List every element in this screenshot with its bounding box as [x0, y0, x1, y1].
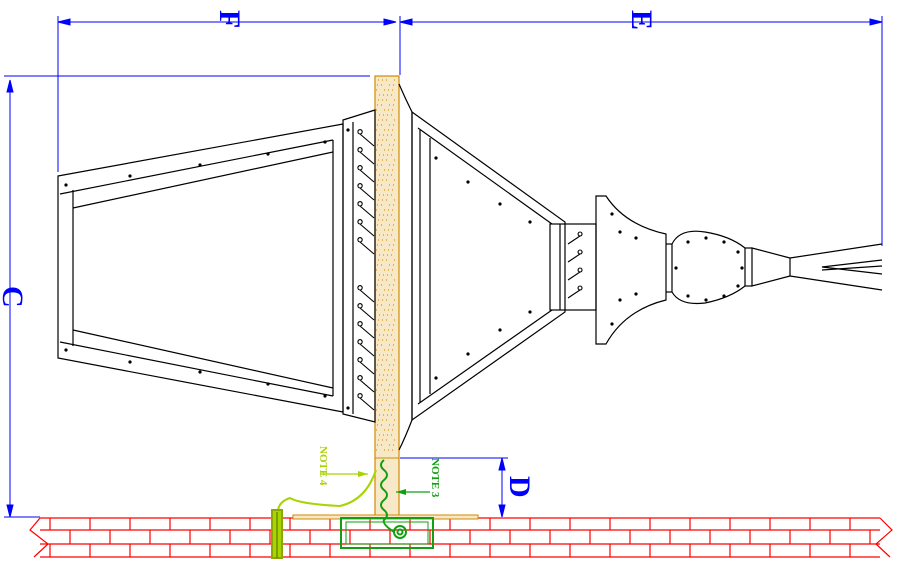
left-anchor-hooks [357, 129, 375, 411]
collar-anchor-hooks [567, 231, 583, 299]
note3-ground-wire [340, 459, 434, 549]
dimension-label-c: C [0, 286, 29, 308]
wall-section [292, 75, 479, 520]
dimension-label-d: D [503, 476, 536, 498]
note4-drain [271, 469, 377, 559]
dimension-label-e: E [625, 10, 658, 30]
right-transition [398, 83, 883, 451]
left-hood-bolts [64, 128, 350, 410]
left-hood [57, 109, 376, 423]
note3-label: NOTE 3 [429, 458, 441, 498]
right-transition-bolts [434, 156, 744, 380]
dimension-label-f: F [213, 10, 246, 28]
ground-brick-pattern [29, 517, 893, 558]
note4-label: NOTE 4 [317, 446, 329, 486]
dimension-lines [4, 16, 883, 518]
